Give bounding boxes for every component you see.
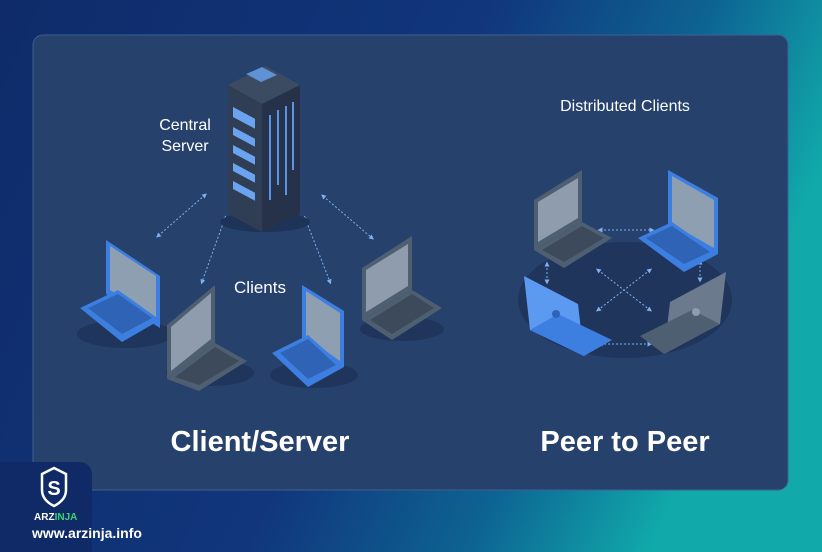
laptop-icon: [524, 276, 612, 356]
client-server-title: Client/Server: [171, 426, 350, 458]
client-server-section: Central Server Clients: [77, 66, 444, 458]
arrow-peer-diag-2: [596, 268, 652, 312]
laptop-icon: [77, 240, 173, 348]
arrow-server-client-4: [321, 194, 374, 240]
central-server-label-line1: Central: [159, 117, 211, 134]
central-server-label-line2: Server: [161, 138, 209, 155]
distributed-clients-label: Distributed Clients: [560, 98, 690, 115]
brand-tab: [0, 462, 92, 552]
logo-text: ARZINJA: [34, 512, 77, 523]
website-link[interactable]: www.arzinja.info: [31, 525, 142, 541]
laptop-icon: [270, 285, 358, 388]
peer-to-peer-title: Peer to Peer: [540, 426, 709, 458]
arrow-server-client-3: [303, 215, 332, 285]
peer-to-peer-section: Distributed Clients: [518, 98, 732, 458]
peer-connection-arrows: [544, 227, 703, 347]
arrow-server-client-2: [200, 215, 227, 285]
laptop-icon: [166, 285, 254, 391]
server-icon: [220, 66, 310, 232]
logo-text-main: ARZ: [34, 512, 55, 523]
logo-text-accent: INJA: [55, 512, 78, 523]
laptop-icon: [638, 170, 718, 272]
clients-label: Clients: [234, 278, 286, 297]
laptop-icon: [640, 272, 726, 354]
branding: S ARZINJA www.arzinja.info: [0, 462, 142, 552]
svg-text:S: S: [47, 478, 60, 500]
connection-arrows: [156, 193, 374, 285]
laptop-icon: [360, 236, 444, 341]
laptop-icon: [534, 170, 612, 268]
arzinja-logo-icon: S: [40, 466, 68, 508]
